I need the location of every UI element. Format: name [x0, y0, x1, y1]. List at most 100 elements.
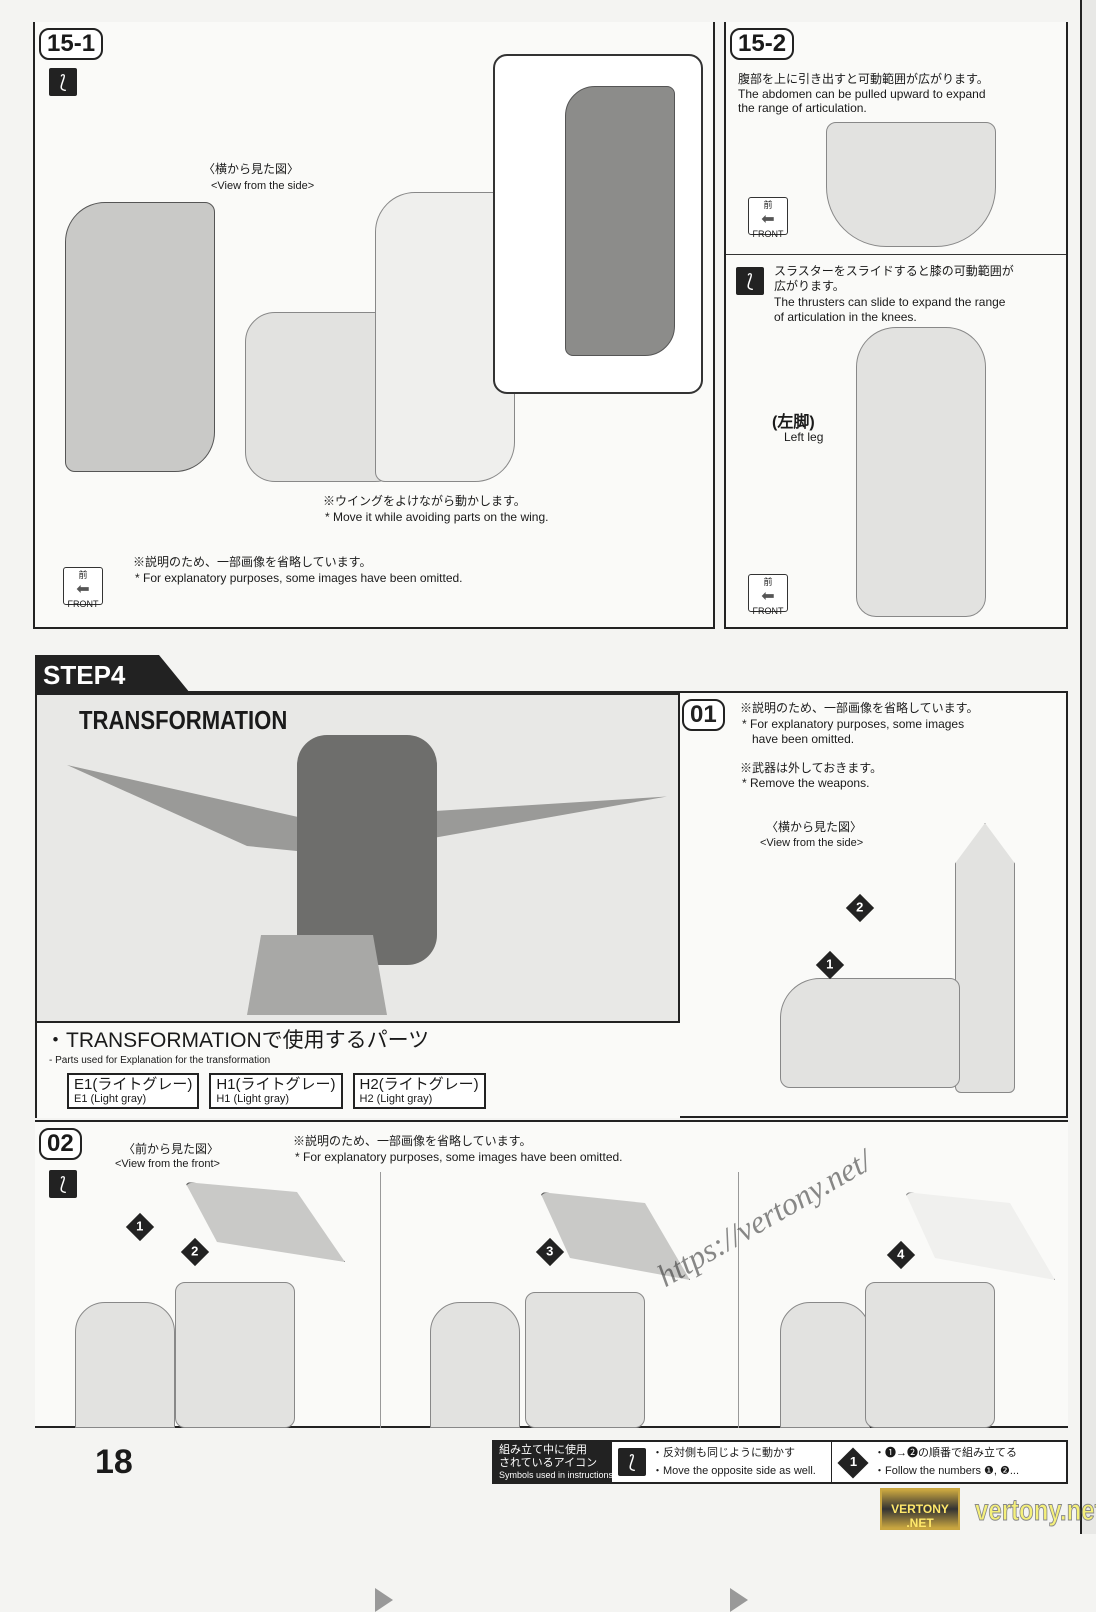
front-jp: 前 [78, 570, 88, 580]
step-number: 15-1 [39, 28, 104, 60]
mirror-icon: ⟅ [49, 1170, 77, 1198]
front-jp: 前 [763, 200, 773, 210]
parts-section: ・TRANSFORMATIONで使用するパーツ - Parts used for… [35, 1023, 680, 1118]
left-leg-illustration [856, 327, 986, 617]
transformation-photo-box: TRANSFORMATION [35, 693, 680, 1023]
step-15-1-panel: 15-1 ⟅ 〈横から見た図〉 <View from the side> ※ウイ… [33, 22, 715, 629]
view-side-jp: 〈横から見た図〉 [766, 820, 863, 834]
step-marker-2: 2 [180, 1237, 210, 1267]
front-en: FRONT [752, 229, 784, 239]
marker-number: 2 [191, 1243, 199, 1259]
mirror-icon: ⟅ [736, 267, 764, 295]
column-divider [738, 1172, 739, 1428]
abdomen-note-jp: 腹部を上に引き出すと可動範囲が広がります。 [738, 72, 989, 86]
marker-number: 1 [826, 956, 834, 972]
step-marker-1: 1 [125, 1212, 155, 1242]
weapons-note-en: * Remove the weapons. [742, 776, 870, 790]
mirror-icon: ⟅ [49, 68, 77, 96]
step-15-2-panel: 15-2 腹部を上に引き出すと可動範囲が広がります。 The abdomen c… [724, 22, 1068, 629]
arrow-left-icon: ⬅ [761, 588, 775, 605]
step4-tab: STEP4 [35, 655, 190, 693]
weapons-note-jp: ※武器は外しておきます。 [740, 761, 883, 775]
column-divider [380, 1172, 381, 1428]
step-marker-2: 2 [845, 893, 875, 923]
sword-illustration [955, 823, 1015, 1093]
part-en: H2 (Light gray) [359, 1093, 433, 1105]
parts-list: E1(ライトグレー)E1 (Light gray) H1(ライトグレー)H1 (… [67, 1073, 486, 1109]
abdomen-illustration [826, 122, 996, 247]
icon-legend: 組み立て中に使用 されているアイコン Symbols used in instr… [492, 1440, 1068, 1484]
abdomen-note-en-1: The abdomen can be pulled upward to expa… [738, 87, 986, 101]
arm-illustration [865, 1282, 995, 1428]
order-en: ・Follow the numbers ❶, ❷... [874, 1465, 1020, 1477]
view-front-jp: 〈前から見た図〉 [123, 1142, 220, 1156]
order-number-icon: 1 [837, 1447, 869, 1479]
view-side-jp: 〈横から見た図〉 [203, 162, 300, 176]
wing-detail-illustration [565, 86, 675, 356]
omit-note-en-2: have been omitted. [752, 732, 855, 746]
arm-illustration [175, 1282, 295, 1428]
arm-illustration [525, 1292, 645, 1428]
step-number: 15-2 [730, 28, 795, 60]
order-jp: ・❶→❷の順番で組み立てる [874, 1447, 1017, 1459]
watermark-site: vertony.net [975, 1494, 1096, 1528]
step4-label: STEP4 [43, 660, 126, 690]
view-side-en: <View from the side> [760, 837, 864, 849]
thruster-note-en-1: The thrusters can slide to expand the ra… [774, 295, 1006, 309]
part-jp: H1(ライトグレー) [216, 1076, 336, 1093]
legend-mirror: ⟅ ・反対側も同じように動かす ・Move the opposite side … [612, 1442, 832, 1482]
part-h1: H1(ライトグレー)H1 (Light gray) [209, 1073, 343, 1109]
robot-front-illustration [780, 1302, 870, 1428]
step-number: 01 [682, 699, 725, 731]
next-page-edge [1080, 0, 1096, 1534]
step-marker-3: 3 [535, 1237, 565, 1267]
arrow-left-icon: ⬅ [76, 581, 90, 598]
wing-illustration-right [375, 192, 515, 482]
marker-number: 2 [856, 899, 864, 915]
part-en: E1 (Light gray) [74, 1093, 147, 1105]
front-indicator: 前⬅FRONT [748, 197, 788, 239]
wing-illustration [185, 1182, 345, 1262]
marker-number: 4 [897, 1246, 905, 1262]
legend-title-jp-1: 組み立て中に使用 [499, 1444, 587, 1456]
omit-note-en-1: * For explanatory purposes, some images [742, 717, 965, 731]
legend-title-en: Symbols used in instructions [499, 1470, 612, 1480]
abdomen-note-en-2: the range of articulation. [738, 101, 867, 115]
step-01-panel: 01 ※説明のため、一部画像を省略しています。 * For explanator… [680, 693, 1068, 1118]
step-02-panel: 02 ⟅ 〈前から見た図〉 <View from the front> ※説明の… [35, 1120, 1068, 1612]
thruster-note-en-2: of articulation in the knees. [774, 310, 917, 324]
thruster-note-jp-1: スラスターをスライドすると膝の可動範囲が [774, 264, 1014, 278]
mirror-jp: ・反対側も同じように動かす [652, 1447, 795, 1459]
mirror-en: ・Move the opposite side as well. [652, 1465, 816, 1477]
transformed-model-photo [67, 735, 667, 1015]
part-jp: E1(ライトグレー) [74, 1076, 193, 1093]
detail-callout [493, 54, 703, 394]
divider [726, 254, 1066, 255]
left-leg-label-jp: (左脚) [772, 414, 815, 431]
omit-note-jp: ※説明のため、一部画像を省略しています。 [293, 1134, 532, 1148]
head-illustration [780, 978, 960, 1088]
legend-title-jp-2: されているアイコン [499, 1457, 598, 1469]
omit-note-jp: ※説明のため、一部画像を省略しています。 [133, 555, 372, 569]
step-number: 02 [39, 1128, 82, 1160]
next-arrow-icon [730, 1588, 748, 1612]
wing-illustration-left [65, 202, 215, 472]
omit-note-en: * For explanatory purposes, some images … [295, 1150, 623, 1164]
step-marker-4: 4 [886, 1240, 916, 1270]
wing-note-jp: ※ウイングをよけながら動かします。 [323, 494, 526, 508]
marker-number: 1 [136, 1218, 144, 1234]
front-indicator: 前⬅FRONT [748, 574, 788, 616]
view-front-en: <View from the front> [115, 1158, 220, 1170]
front-en: FRONT [67, 599, 99, 609]
wing-note-en: * Move it while avoiding parts on the wi… [325, 510, 549, 524]
parts-title: ・TRANSFORMATIONで使用するパーツ [45, 1029, 430, 1052]
watermark-logo: VERTONY .NET [880, 1488, 960, 1530]
robot-front-illustration [75, 1302, 175, 1428]
view-side-en: <View from the side> [211, 180, 315, 192]
page-number: 18 [95, 1443, 133, 1481]
omit-note-jp: ※説明のため、一部画像を省略しています。 [740, 701, 979, 715]
transformation-title: TRANSFORMATION [79, 705, 288, 735]
thruster-note-jp-2: 広がります。 [774, 279, 845, 293]
part-h2: H2(ライトグレー)H2 (Light gray) [352, 1073, 486, 1109]
left-leg-label-en: Left leg [784, 430, 824, 444]
